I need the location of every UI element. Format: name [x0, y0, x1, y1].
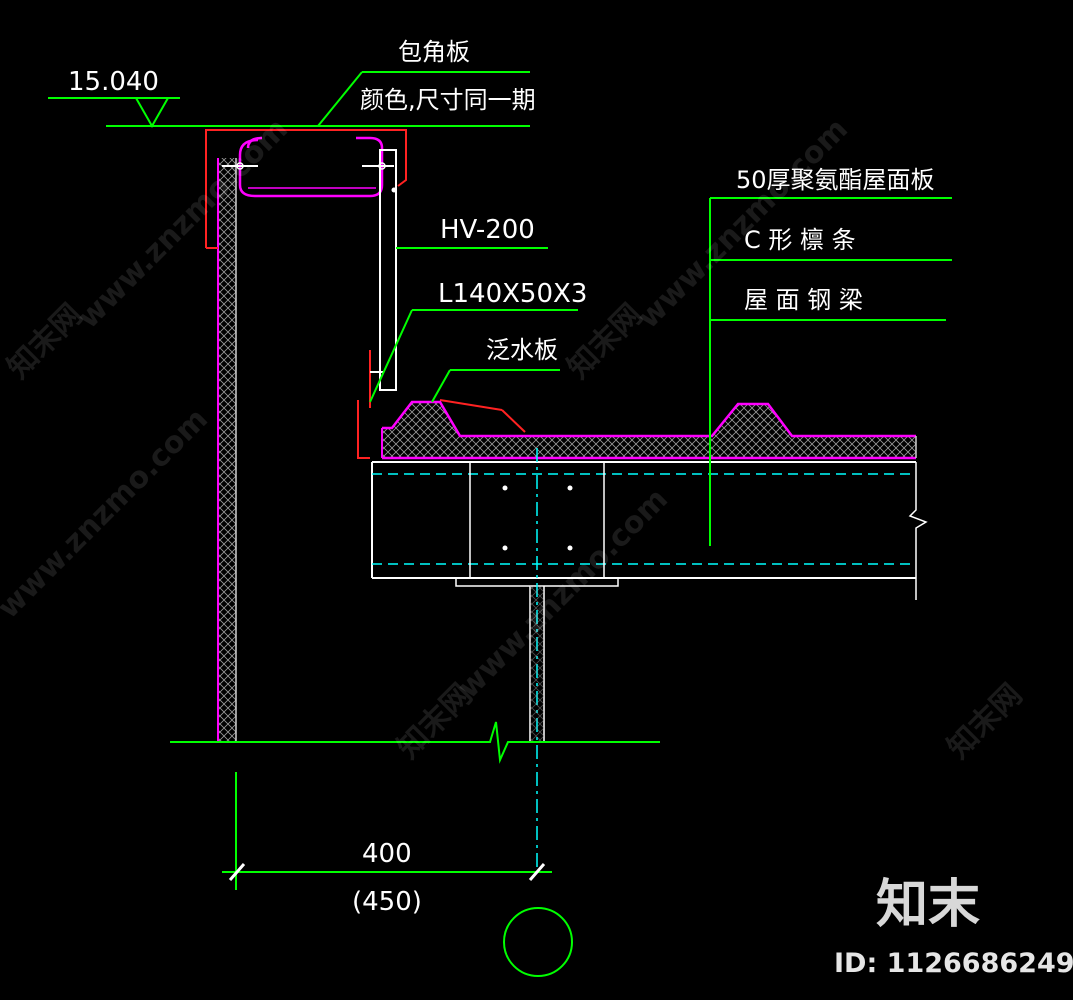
brand-id-text: ID: 1126686249: [834, 948, 1073, 979]
dimension-400: 400 (450): [222, 772, 552, 917]
roof-layer-1: 50厚聚氨酯屋面板: [736, 166, 935, 194]
corner-panel-label: 包角板: [398, 38, 470, 66]
flashing-label: 泛水板: [486, 336, 558, 364]
angle-label: L140X50X3: [438, 279, 587, 309]
corner-panel-outline: [205, 129, 407, 249]
top-c-purlin: [222, 136, 394, 198]
axis-bubble: [503, 907, 573, 977]
brand-logo-text: 知末: [876, 875, 980, 935]
corner-panel-note: 颜色,尺寸同一期: [360, 86, 536, 114]
dimension-alt-text: (450): [352, 887, 422, 917]
ground-line: [170, 721, 660, 764]
elevation-mark: 15.040: [48, 67, 530, 129]
watermark-4: 知末网: [941, 677, 1029, 765]
roof-layer-2: C 形 檩 条: [744, 226, 856, 254]
wall-panel: [217, 158, 237, 742]
flashing-plate: [357, 399, 526, 459]
elevation-text: 15.040: [68, 67, 159, 97]
watermark-url-1: www.znzmo.com: [71, 112, 295, 336]
leader-lines: [317, 71, 952, 546]
column-centerline: [529, 448, 545, 870]
dimension-main-text: 400: [362, 839, 412, 869]
watermark-url-4: www.znzmo.com: [0, 402, 215, 626]
hv-bracket-label: HV-200: [440, 215, 535, 245]
roof-panel: [381, 400, 917, 460]
roof-layer-3: 屋 面 钢 梁: [744, 286, 863, 314]
watermark-url-3: www.znzmo.com: [451, 482, 675, 706]
hv-bracket: [369, 149, 397, 408]
